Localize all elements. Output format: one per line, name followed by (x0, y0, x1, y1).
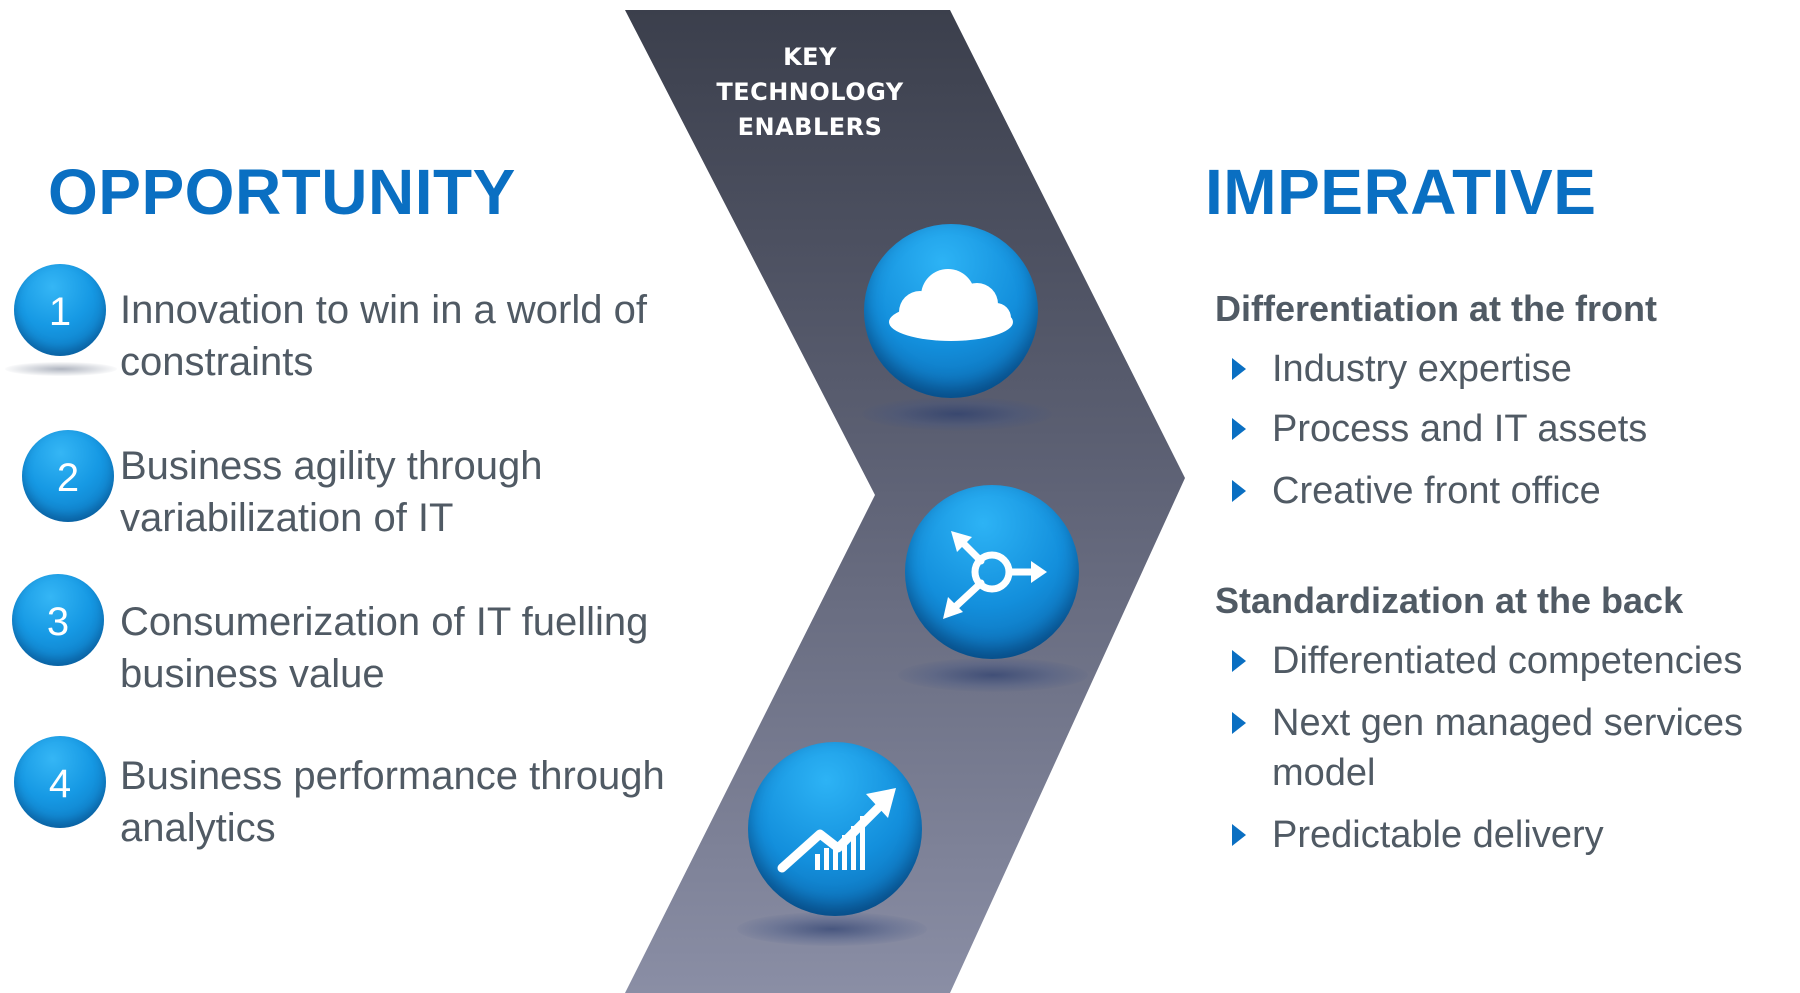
list-item-text: Next gen managed services model (1272, 702, 1744, 794)
enabler-shadow (862, 397, 1052, 431)
imperative-list-item: Differentiated competencies (1232, 636, 1792, 686)
imperative-list-item: Industry expertise (1232, 344, 1792, 394)
number-circle-2: 2 (22, 430, 114, 522)
number-circle-1: 1 (14, 264, 106, 356)
imperative-list-item: Predictable delivery (1232, 810, 1792, 860)
number-circle-4: 4 (14, 736, 106, 828)
label-line: TECHNOLOGY (716, 78, 904, 106)
opportunity-item-text: Business agility through variabilization… (120, 444, 543, 540)
list-item-text: Process and IT assets (1272, 408, 1648, 450)
imperative-list-item: Next gen managed services model (1232, 698, 1772, 798)
bullet-triangle-icon (1232, 650, 1246, 672)
list-item-text: Differentiated competencies (1272, 640, 1743, 682)
enabler-shadow (737, 912, 927, 946)
number-label: 4 (48, 762, 72, 806)
label-line: KEY (783, 43, 837, 71)
opportunity-item-text: Business performance through analytics (120, 754, 665, 850)
mobility-icon (943, 531, 1047, 619)
imperative-title: IMPERATIVE (1205, 156, 1597, 228)
bullet-triangle-icon (1232, 480, 1246, 502)
number-circle-3: 3 (12, 574, 104, 666)
key-technology-enablers-label: KEY TECHNOLOGY ENABLERS (680, 40, 940, 145)
opportunity-item-text: Consumerization of IT fuelling business … (120, 600, 649, 696)
opportunity-title: OPPORTUNITY (48, 156, 516, 228)
number-label: 2 (56, 456, 80, 500)
analytics-enabler-circle (748, 742, 922, 916)
bullet-triangle-icon (1232, 712, 1246, 734)
imperative-group-heading: Differentiation at the front (1215, 288, 1657, 329)
list-item-text: Industry expertise (1272, 348, 1572, 390)
imperative-list-item: Creative front office (1232, 466, 1792, 516)
number-label: 1 (48, 290, 72, 334)
mobility-enabler-circle (905, 485, 1079, 659)
list-item-text: Creative front office (1272, 470, 1601, 512)
cloud-icon (889, 269, 1013, 341)
imperative-group-heading: Standardization at the back (1215, 580, 1684, 621)
analytics-icon (777, 788, 896, 873)
cloud-enabler-circle (864, 224, 1038, 398)
bullet-triangle-icon (1232, 824, 1246, 846)
imperative-list-item: Process and IT assets (1232, 404, 1792, 454)
number-label: 3 (46, 600, 70, 644)
label-line: ENABLERS (737, 113, 883, 141)
bullet-triangle-icon (1232, 418, 1246, 440)
opportunity-item-text: Innovation to win in a world of constrai… (120, 288, 647, 384)
bullet-triangle-icon (1232, 358, 1246, 380)
enabler-shadow (898, 658, 1088, 692)
number-circle-shadow (5, 362, 117, 376)
list-item-text: Predictable delivery (1272, 814, 1604, 856)
